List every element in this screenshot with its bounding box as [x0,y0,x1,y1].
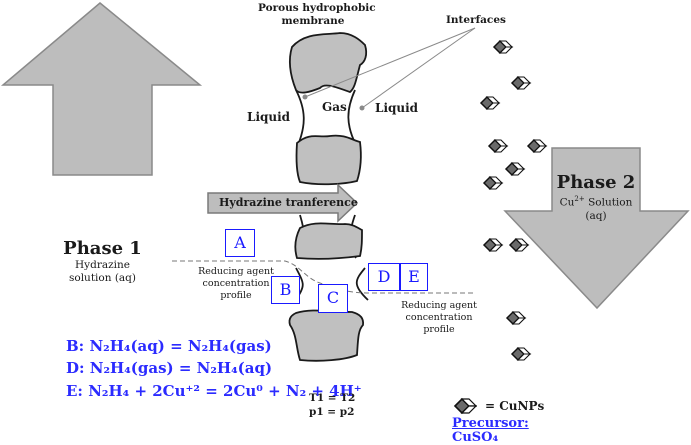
box-c: C [318,284,348,313]
cunp-particle [492,39,514,55]
membrane-block-3 [294,222,363,260]
interface-dot-right [359,105,365,111]
conditions: T1 = T2 p1 = p2 [309,391,355,419]
profile-left-line1: Reducing agent [198,266,274,277]
phase2-cu: Cu [559,196,575,209]
equation-d: D: N₂H₄(gas) = N₂H₄(aq) [66,359,273,377]
profile-left-line3: profile [220,290,252,301]
phase1-text: Phase 1 Hydrazine solution (aq) [53,238,152,285]
cunp-particle [504,161,526,177]
phase2-title: Phase 2 [556,172,636,193]
box-b: B [271,276,300,304]
profile-left-label: Reducing agent concentration profile [196,266,276,302]
liquid-left-label: Liquid [247,110,291,124]
cunp-legend-icon [453,397,477,415]
cunp-particle [510,346,532,362]
conditions-pressure: p1 = p2 [309,406,355,418]
cunp-particle [505,310,527,326]
phase2-cu-charge: 2+ [574,195,585,203]
interface-line-1 [304,27,476,98]
membrane-title-line2: membrane [281,15,345,27]
concentration-profile-line [172,260,475,294]
membrane-title-line1: Porous hydrophobic [258,2,376,14]
conditions-temperature: T1 = T2 [309,392,356,404]
interface-line-2 [361,27,476,109]
membrane-block-4 [288,309,365,362]
membrane-block-2 [295,134,362,186]
cunp-legend-label: = CuNPs [485,399,545,413]
phase2-solution: Solution [584,196,633,209]
profile-right-line3: profile [423,324,455,335]
box-d: D [368,263,400,291]
phase1-arrow [0,2,203,176]
equation-e: E: N₂H₄ + 2Cu⁺² = 2Cu⁰ + N₂ + 4H⁺ [66,382,362,400]
membrane-block-1 [289,32,368,94]
gas-label: Gas [322,100,347,114]
membrane-title: Porous hydrophobic membrane [258,2,376,28]
nanoparticle-group [479,39,548,362]
precursor-value: CuSO₄ [452,430,499,445]
precursor-title: Precursor: [452,416,529,431]
box-e: E [400,263,428,291]
liquid-right-label: Liquid [375,101,419,115]
profile-right-label: Reducing agent concentration profile [398,300,480,336]
cunp-particle [487,138,509,154]
cunp-particle [482,175,504,191]
equation-b: B: N₂H₄(aq) = N₂H₄(gas) [66,337,272,355]
cunp-particle [482,237,504,253]
profile-right-line1: Reducing agent [401,300,477,311]
box-a: A [225,229,255,257]
cunp-particle [510,75,532,91]
phase2-text: Phase 2 Cu2+ Solution (aq) [552,172,640,223]
transfer-arrow [207,183,359,223]
phase1-title: Phase 1 [63,238,142,259]
phase1-line2: solution (aq) [68,272,136,284]
interface-dot-left [302,94,308,100]
profile-left-line2: concentration [202,278,270,289]
interfaces-label: Interfaces [446,14,506,26]
phase2-line2: (aq) [585,209,607,222]
cunp-particle [508,237,530,253]
cunp-particle [526,138,548,154]
phase1-line1: Hydrazine [75,259,130,271]
profile-right-line2: concentration [405,312,473,323]
phase2-arrow [503,147,690,310]
transfer-label: Hydrazine tranference [219,196,358,209]
cunp-particle [479,95,501,111]
